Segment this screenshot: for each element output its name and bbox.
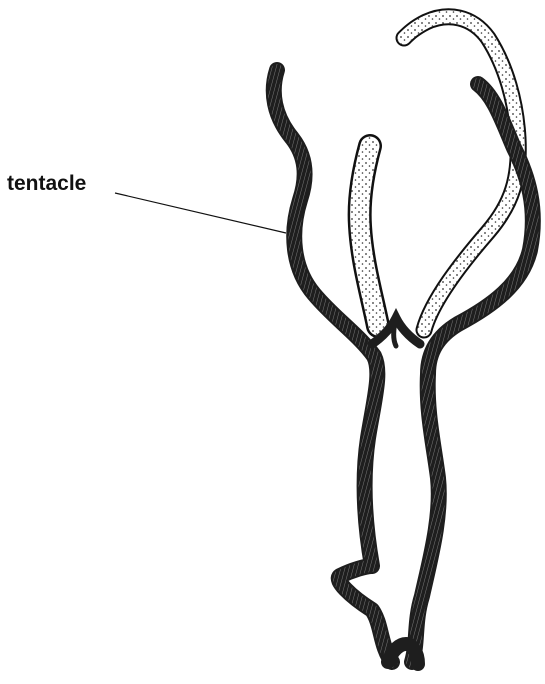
- hydra-body: [274, 70, 533, 664]
- tentacle-label: tentacle: [7, 172, 286, 233]
- label-tentacle: tentacle: [7, 172, 86, 195]
- extended-tentacles: [360, 17, 519, 330]
- leader-line: [115, 193, 286, 233]
- basal-disc: [388, 644, 418, 664]
